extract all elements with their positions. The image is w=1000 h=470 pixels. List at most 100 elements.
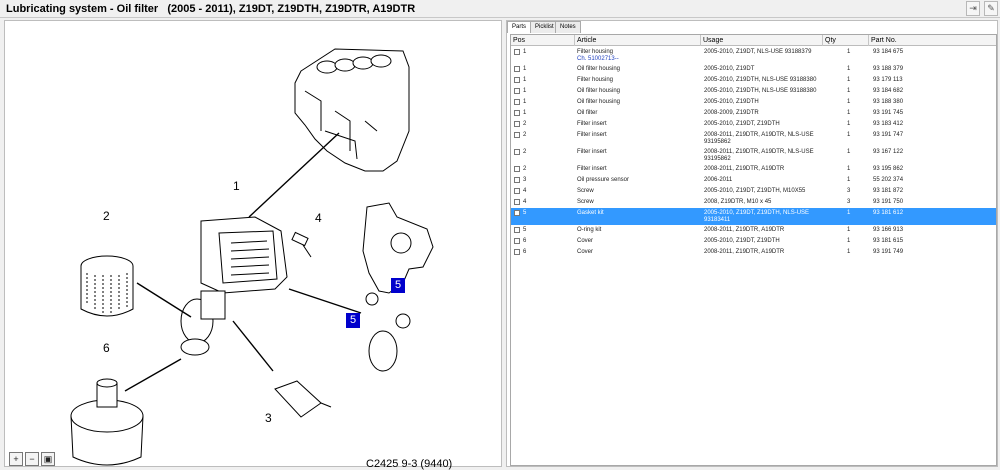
export-icon[interactable]: ⇥: [966, 1, 980, 16]
cell-part-no: 93 191 750: [873, 199, 904, 205]
row-checkbox[interactable]: [514, 188, 520, 194]
row-checkbox[interactable]: [514, 249, 520, 255]
filter-insert-drawing: [80, 255, 134, 317]
cell-qty: 1: [847, 238, 851, 244]
leader-lines: [124, 132, 362, 392]
cell-article: Filter insert: [577, 149, 607, 155]
cell-pos: 2: [523, 121, 527, 127]
callout-label-5-selected[interactable]: 5: [391, 278, 405, 293]
title-bar: Lubricating system - Oil filter (2005 - …: [0, 0, 1000, 18]
tab-parts[interactable]: Parts: [507, 21, 532, 33]
table-row[interactable]: 5 Gasket kit 2005-2010, Z19DT, Z19DTH, NLS…: [511, 208, 996, 225]
column-header-usage[interactable]: Usage: [701, 35, 823, 46]
cell-usage: 2005-2010, Z19DT, Z19DTH: [704, 121, 780, 127]
cell-pos: 5: [523, 227, 527, 233]
cell-usage: 2008, Z19DTR, M10 x 45: [704, 199, 772, 205]
row-checkbox[interactable]: [514, 49, 520, 55]
filter-housing-drawing: [180, 216, 288, 356]
cell-part-no: 93 191 745: [873, 110, 904, 116]
zoom-fit-icon[interactable]: ▣: [41, 452, 55, 466]
callout-label-3[interactable]: 3: [265, 411, 272, 425]
note-icon[interactable]: ✎: [984, 1, 998, 16]
callout-label-5-selected[interactable]: 5: [346, 313, 360, 328]
cell-article: O-ring kit: [577, 227, 602, 233]
callout-label-2[interactable]: 2: [103, 209, 110, 223]
callout-label-6[interactable]: 6: [103, 341, 110, 355]
column-header-qty[interactable]: Qty: [823, 35, 869, 46]
cell-usage-continued: 93183411: [704, 217, 731, 223]
cell-pos: 1: [523, 77, 527, 83]
row-checkbox[interactable]: [514, 210, 520, 216]
cell-qty: 3: [847, 199, 851, 205]
cell-article: Oil filter housing: [577, 99, 621, 105]
cell-usage: 2005-2010, Z19DT, Z19DTH, NLS-USE: [704, 210, 810, 216]
cell-usage: 2008-2009, Z19DTR: [704, 110, 759, 116]
cell-usage: 2005-2010, Z19DTH, NLS-USE 93188380: [704, 88, 817, 94]
row-checkbox[interactable]: [514, 110, 520, 116]
cell-usage: 2005-2010, Z19DT, Z19DTH, M10X55: [704, 188, 806, 194]
parts-pane: Parts Picklist Notes Pos Article Usage Q…: [506, 20, 998, 467]
row-checkbox[interactable]: [514, 227, 520, 233]
row-checkbox[interactable]: [514, 199, 520, 205]
cell-usage: 2008-2011, Z19DTR, A19DTR: [704, 249, 785, 255]
cell-pos: 2: [523, 166, 527, 172]
callout-label-1[interactable]: 1: [233, 179, 240, 193]
cell-usage: 2008-2011, Z19DTR, A19DTR, NLS-USE: [704, 132, 814, 138]
cell-pos: 1: [523, 66, 527, 72]
row-checkbox[interactable]: [514, 88, 520, 94]
cell-article-link[interactable]: Ch. 51002713--: [577, 56, 619, 62]
cell-qty: 1: [847, 149, 851, 155]
cell-part-no: 93 191 747: [873, 132, 904, 138]
cell-qty: 1: [847, 77, 851, 83]
cell-usage: 2005-2010, Z19DTH, NLS-USE 93188380: [704, 77, 817, 83]
exploded-view-diagram: [70, 48, 434, 466]
column-header-article[interactable]: Article: [575, 35, 701, 46]
cell-pos: 1: [523, 88, 527, 94]
row-checkbox[interactable]: [514, 66, 520, 72]
cell-part-no: 93 181 872: [873, 188, 904, 194]
cell-article: Filter insert: [577, 132, 607, 138]
cell-pos: 3: [523, 177, 527, 183]
cell-pos: 5: [523, 210, 527, 216]
row-checkbox[interactable]: [514, 149, 520, 155]
row-checkbox[interactable]: [514, 99, 520, 105]
cell-article: Oil filter housing: [577, 66, 621, 72]
column-header-pos[interactable]: Pos: [511, 35, 575, 46]
row-checkbox[interactable]: [514, 177, 520, 183]
cell-article: Filter insert: [577, 121, 607, 127]
row-checkbox[interactable]: [514, 238, 520, 244]
row-checkbox[interactable]: [514, 77, 520, 83]
zoom-out-icon[interactable]: −: [25, 452, 39, 466]
row-checkbox[interactable]: [514, 166, 520, 172]
cell-part-no: 93 181 612: [873, 210, 904, 216]
column-header-part-no[interactable]: Part No.: [869, 35, 996, 46]
callout-label-4[interactable]: 4: [315, 211, 322, 225]
cell-article: Screw: [577, 188, 594, 194]
cell-usage: 2005-2010, Z19DTH: [704, 99, 759, 105]
cell-usage-continued: 93195862: [704, 139, 731, 145]
cell-usage: 2008-2011, Z19DTR, A19DTR: [704, 166, 785, 172]
cell-pos: 2: [523, 149, 527, 155]
cell-article: Gasket kit: [577, 210, 604, 216]
row-checkbox[interactable]: [514, 121, 520, 127]
row-checkbox[interactable]: [514, 132, 520, 138]
zoom-in-icon[interactable]: +: [9, 452, 23, 466]
tab-notes[interactable]: Notes: [555, 21, 581, 33]
